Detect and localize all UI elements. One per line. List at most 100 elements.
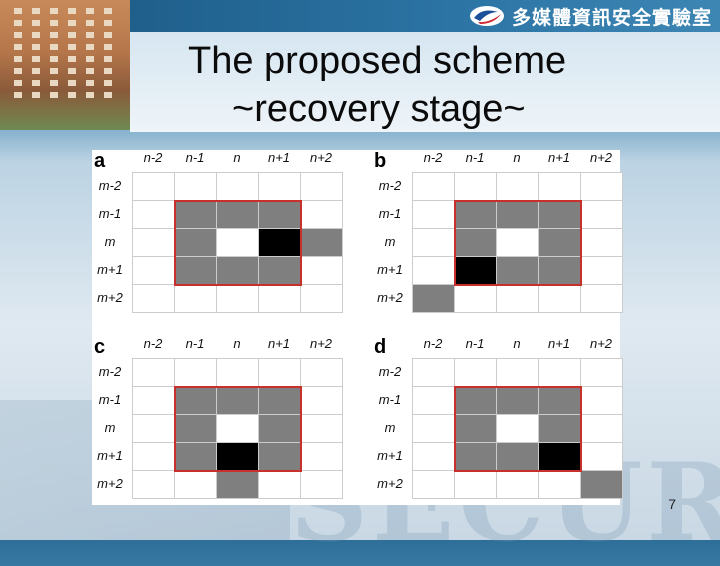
building-window bbox=[68, 20, 76, 26]
row-label: m-1 bbox=[98, 206, 122, 221]
pixel-cell bbox=[581, 471, 623, 499]
pixel-cell bbox=[217, 471, 259, 499]
building-window bbox=[14, 56, 22, 62]
row-label: m+1 bbox=[97, 262, 123, 277]
pixel-cell bbox=[175, 443, 217, 471]
panel-label: d bbox=[374, 336, 387, 358]
pixel-grid bbox=[412, 358, 623, 499]
pixel-cell bbox=[539, 471, 581, 499]
pixel-cell bbox=[133, 285, 175, 313]
pixel-cell bbox=[413, 173, 455, 201]
pixel-cell bbox=[133, 471, 175, 499]
pixel-cell bbox=[301, 173, 343, 201]
building-window bbox=[14, 8, 22, 14]
building-window bbox=[86, 92, 94, 98]
pixel-cell bbox=[497, 443, 539, 471]
pixel-cell bbox=[175, 471, 217, 499]
pixel-cell bbox=[133, 359, 175, 387]
column-label: n+2 bbox=[309, 336, 333, 351]
row-label: m-1 bbox=[98, 392, 122, 407]
slide-title-line2: ~recovery stage~ bbox=[232, 88, 526, 130]
pixel-cell bbox=[259, 443, 301, 471]
pixel-cell bbox=[301, 201, 343, 229]
pixel-cell bbox=[455, 173, 497, 201]
pixel-cell bbox=[217, 443, 259, 471]
pixel-cell bbox=[217, 285, 259, 313]
column-label: n bbox=[513, 150, 521, 165]
column-label: n-1 bbox=[465, 150, 485, 165]
pixel-cell bbox=[581, 257, 623, 285]
pixel-cell bbox=[413, 359, 455, 387]
lab-brand: 多媒體資訊安全實驗室 bbox=[468, 3, 712, 29]
pixel-cell bbox=[259, 229, 301, 257]
building-window bbox=[68, 68, 76, 74]
pixel-cell bbox=[455, 387, 497, 415]
building-window bbox=[32, 56, 40, 62]
column-label: n-1 bbox=[465, 336, 485, 351]
pixel-cell bbox=[539, 173, 581, 201]
pixel-cell bbox=[259, 415, 301, 443]
pixel-cell bbox=[413, 201, 455, 229]
row-label: m+1 bbox=[377, 448, 403, 463]
column-label: n+2 bbox=[589, 150, 613, 165]
pixel-cell bbox=[455, 415, 497, 443]
building-window bbox=[50, 8, 58, 14]
building-window bbox=[68, 8, 76, 14]
pixel-cell bbox=[217, 359, 259, 387]
pixel-cell bbox=[539, 387, 581, 415]
row-label: m+2 bbox=[377, 476, 403, 491]
pixel-cell bbox=[133, 257, 175, 285]
pixel-cell bbox=[217, 229, 259, 257]
building-window bbox=[68, 32, 76, 38]
column-label: n+2 bbox=[309, 150, 333, 165]
pixel-cell bbox=[413, 443, 455, 471]
row-label: m-2 bbox=[98, 178, 122, 193]
building-window bbox=[32, 20, 40, 26]
building-window bbox=[104, 92, 112, 98]
building-window bbox=[86, 32, 94, 38]
column-label: n-2 bbox=[423, 150, 443, 165]
building-window bbox=[104, 80, 112, 86]
pixel-cell bbox=[497, 471, 539, 499]
building-window bbox=[68, 92, 76, 98]
pixel-cell bbox=[301, 229, 343, 257]
pixel-cell bbox=[301, 359, 343, 387]
pixel-cell bbox=[133, 173, 175, 201]
pixel-cell bbox=[301, 443, 343, 471]
building-window bbox=[32, 92, 40, 98]
pixel-grid bbox=[132, 172, 343, 313]
lab-name: 多媒體資訊安全實驗室 bbox=[511, 6, 712, 29]
column-label: n-2 bbox=[143, 150, 163, 165]
header-band: 多媒體資訊安全實驗室 bbox=[130, 0, 720, 32]
pixel-cell bbox=[539, 443, 581, 471]
building-window bbox=[32, 32, 40, 38]
building-window bbox=[32, 8, 40, 14]
building-window bbox=[14, 20, 22, 26]
pixel-cell bbox=[539, 285, 581, 313]
pixel-cell bbox=[413, 229, 455, 257]
pixel-cell bbox=[497, 285, 539, 313]
column-label: n bbox=[233, 336, 241, 351]
pixel-cell bbox=[581, 359, 623, 387]
building-window bbox=[50, 56, 58, 62]
pixel-cell bbox=[175, 285, 217, 313]
pixel-cell bbox=[413, 285, 455, 313]
column-label: n+1 bbox=[267, 150, 291, 165]
pixel-cell bbox=[581, 285, 623, 313]
pixel-cell bbox=[497, 387, 539, 415]
building-window bbox=[104, 20, 112, 26]
panel-label: a bbox=[94, 150, 106, 172]
building-window bbox=[32, 44, 40, 50]
building-window bbox=[68, 56, 76, 62]
building-window bbox=[104, 8, 112, 14]
row-label: m+2 bbox=[97, 290, 123, 305]
pixel-cell bbox=[217, 173, 259, 201]
building-window bbox=[14, 44, 22, 50]
pixel-cell bbox=[259, 387, 301, 415]
pixel-cell bbox=[581, 387, 623, 415]
row-label: m+2 bbox=[97, 476, 123, 491]
pixel-cell bbox=[539, 229, 581, 257]
pixel-cell bbox=[133, 229, 175, 257]
pixel-cell bbox=[455, 471, 497, 499]
